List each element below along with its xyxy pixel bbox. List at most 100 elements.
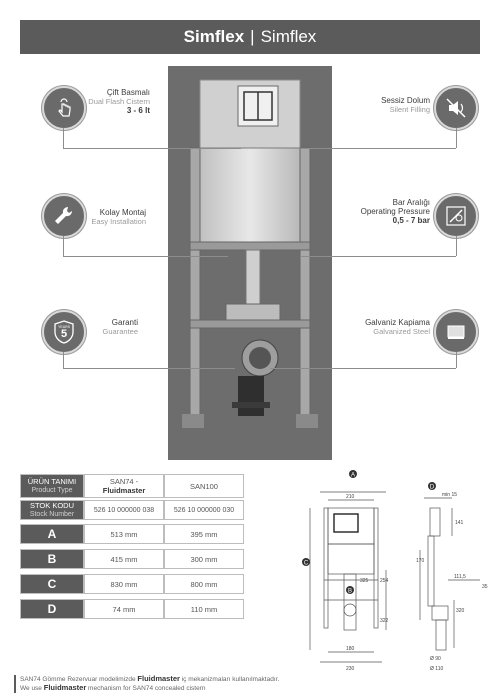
wrench-icon [55, 206, 73, 224]
guarantee-feature-icon: YEARS 5 [42, 310, 86, 354]
dimension-value-col1: 415 mm [84, 549, 164, 569]
stock-number-tr: STOK KODU [29, 501, 75, 510]
steel-plate-icon [447, 325, 465, 339]
dimension-value-col2: 800 mm [164, 574, 244, 594]
footnote-brand-1: Fluidmaster [137, 674, 180, 683]
dimension-value-col1: 513 mm [84, 524, 164, 544]
connector-line [456, 236, 457, 256]
title-separator: | [250, 27, 255, 46]
dimension-value-col1: 830 mm [84, 574, 164, 594]
dim-254: 254 [380, 578, 389, 584]
drawing-label-C: C [304, 561, 309, 567]
dual-flash-value: 3 - 6 lt [126, 106, 150, 115]
galvanized-title: Galvaniz Kapiama [365, 318, 430, 327]
dual-flash-feature-icon [42, 86, 86, 130]
easy-install-subtitle: Easy Installation [91, 217, 146, 226]
connector-line [63, 236, 64, 256]
guarantee-title: Garanti [111, 318, 138, 327]
col1-header-line1: SAN74 - [109, 477, 139, 486]
easy-install-text: Kolay Montaj Easy Installation [80, 208, 146, 226]
dim-min15: min 15 [442, 492, 457, 498]
pressure-feature-icon [434, 194, 478, 238]
technical-drawing-svg: A B C D 210 325 180 230 254 322 170 min … [302, 470, 488, 672]
dim-210: 210 [346, 494, 355, 500]
dim-180: 180 [346, 646, 355, 652]
col1-header-brand: Fluidmaster [102, 486, 146, 495]
guarantee-subtitle: Guarantee [102, 327, 138, 336]
pressure-value: 0,5 - 7 bar [392, 216, 430, 225]
dim-d90: Ø 90 [430, 656, 441, 662]
product-type-header: ÜRÜN TANIMI Product Type [20, 474, 84, 498]
drawing-label-D: D [430, 485, 435, 491]
galvanized-feature-icon [434, 310, 478, 354]
pressure-title: Bar Aralığı [392, 198, 430, 207]
dim-325: 325 [360, 578, 369, 584]
connector-line [456, 352, 457, 368]
stock-number-header: STOK KODU Stock Number [20, 500, 84, 520]
connector-line [63, 148, 241, 149]
footnote-line1-a: SAN74 Gömme Rezervuar modelimizde [20, 676, 138, 683]
stock-number-col1: 526 10 000000 038 [84, 500, 164, 520]
connector-line [300, 256, 456, 257]
product-photo [168, 66, 332, 460]
dim-322: 322 [380, 618, 389, 624]
silent-subtitle: Silent Filling [389, 105, 430, 114]
galvanized-subtitle: Galvanized Steel [373, 327, 430, 336]
silent-title: Sessiz Dolum [381, 96, 430, 105]
connector-line [63, 256, 228, 257]
dim-111: 111,5 [454, 574, 466, 580]
silent-text: Sessiz Dolum Silent Filling [340, 96, 430, 114]
dim-35: 35 [482, 584, 488, 590]
dim-320: 320 [456, 608, 465, 614]
dimension-label: D [20, 599, 84, 619]
pressure-text: Bar Aralığı Operating Pressure 0,5 - 7 b… [330, 198, 430, 225]
specs-table: ÜRÜN TANIMI Product Type SAN74 - Fluidma… [20, 474, 244, 644]
easy-install-feature-icon [42, 194, 86, 238]
title-sub: Simflex [260, 27, 317, 46]
connector-line [63, 128, 64, 148]
connector-line [63, 368, 235, 369]
product-type-en: Product Type [31, 487, 73, 494]
product-type-tr: ÜRÜN TANIMI [27, 477, 77, 486]
page-title-bar: Simflex | Simflex [20, 20, 480, 54]
col2-header: SAN100 [164, 474, 244, 498]
dual-flash-text: Çift Basmalı Dual Flash Cistern 3 - 6 lt [80, 88, 150, 115]
stock-number-en: Stock Number [29, 511, 75, 518]
galvanized-text: Galvaniz Kapiama Galvanized Steel [330, 318, 430, 336]
technical-drawing: A B C D 210 325 180 230 254 322 170 min … [290, 470, 500, 675]
muted-speaker-icon [446, 98, 466, 118]
dimension-value-col2: 395 mm [164, 524, 244, 544]
guarantee-text: Garanti Guarantee [80, 318, 138, 336]
shield-icon: YEARS 5 [52, 319, 76, 345]
gauge-icon [446, 206, 466, 226]
silent-feature-icon [434, 86, 478, 130]
dimension-label: B [20, 549, 84, 569]
guarantee-years-label: YEARS [58, 325, 70, 329]
pressure-subtitle: Operating Pressure [360, 207, 430, 216]
title-bold: Simflex [183, 27, 245, 46]
dim-141: 141 [455, 520, 464, 526]
connector-line [63, 352, 64, 368]
connector-line [456, 128, 457, 148]
footnote-line1: SAN74 Gömme Rezervuar modelimizde Fluidm… [20, 675, 490, 684]
dimension-value-col2: 300 mm [164, 549, 244, 569]
drawing-label-A: A [351, 473, 355, 479]
footnote-line2-a: We use [20, 685, 44, 692]
col1-header: SAN74 - Fluidmaster [84, 474, 164, 498]
footnote-brand-2: Fluidmaster [43, 683, 87, 692]
dual-flash-subtitle: Dual Flash Cistern [88, 97, 150, 106]
guarantee-badge: 5 [60, 328, 68, 340]
cistern-frame-illustration [182, 79, 318, 428]
footnote-line1-b: iç mekanizmaları kullanılmaktadır. [179, 676, 280, 683]
footnote-line2-b: mechanism for SAN74 concealed cistern [86, 685, 206, 692]
footnote: SAN74 Gömme Rezervuar modelimizde Fluidm… [14, 675, 490, 693]
drawing-label-B: B [348, 589, 352, 595]
touch-hand-icon [58, 98, 71, 117]
easy-install-title: Kolay Montaj [99, 208, 146, 217]
stock-number-col2: 526 10 000000 030 [164, 500, 244, 520]
dual-flash-title: Çift Basmalı [106, 88, 150, 97]
dim-170: 170 [416, 558, 425, 564]
dimension-value-col2: 110 mm [164, 599, 244, 619]
connector-line [300, 148, 456, 149]
dim-d110: Ø 110 [430, 666, 443, 672]
